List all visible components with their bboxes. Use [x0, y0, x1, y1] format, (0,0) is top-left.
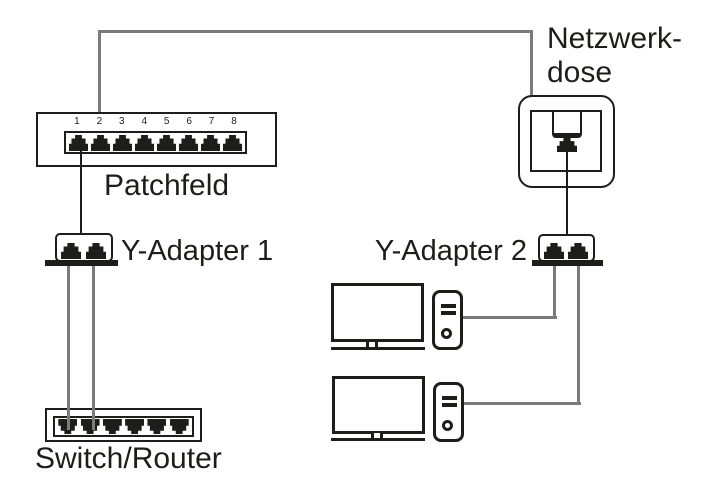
switch-router-port-strip	[53, 416, 194, 437]
switch-port-6-icon	[169, 419, 189, 434]
pc2-monitor-icon	[332, 376, 425, 434]
wall-socket-label-line1: Netzwerk-	[547, 22, 683, 55]
line-panel-to-adapter1	[80, 150, 82, 236]
port-number-label: 7	[208, 116, 215, 127]
cable-panel-to-socket-left-drop	[98, 30, 101, 112]
cable-pc1-to-adapter2-horizontal	[463, 316, 557, 319]
switch-port-5-icon	[147, 419, 167, 434]
wall-socket-keystone	[552, 110, 582, 138]
pc2-tower-icon	[433, 382, 464, 442]
switch-port-3-icon	[102, 419, 122, 434]
pc1-tower-icon	[432, 290, 463, 350]
port-number-label: 2	[96, 116, 103, 127]
wall-socket-jack-icon	[557, 138, 577, 152]
y-adapter2-label: Y-Adapter 2	[374, 235, 527, 267]
pc1-monitor-stand-icon	[366, 342, 378, 348]
port-number-label: 3	[119, 116, 125, 127]
cable-panel-to-socket-right-drop	[530, 30, 533, 95]
cable-pc1-to-adapter2-vertical	[553, 262, 556, 319]
patch-panel-port-strip	[64, 131, 247, 154]
port-number-label: 5	[163, 116, 170, 127]
pc1-monitor-icon	[331, 283, 424, 342]
pc2-monitor-stand-icon	[371, 433, 383, 439]
y-adapter1-port-1-icon	[61, 243, 81, 259]
pc2-monitor-base-icon	[331, 438, 425, 441]
patch-panel-port-1-icon	[69, 135, 88, 151]
pc2-vent-icon	[442, 396, 457, 400]
y-adapter2	[538, 234, 595, 262]
port-number-label: 4	[141, 116, 148, 127]
cable-pc2-to-adapter2-horizontal	[463, 402, 581, 405]
pc2-vent-icon	[442, 403, 457, 407]
y-adapter2-base-bar	[532, 260, 603, 266]
y-adapter1-port-2-icon	[86, 243, 106, 259]
pc1-power-button-icon	[441, 328, 452, 339]
y-adapter1	[55, 233, 113, 262]
pc2-power-button-icon	[442, 420, 453, 431]
patch-panel-port-2-icon	[91, 135, 110, 151]
patch-panel-port-6-icon	[179, 135, 198, 151]
patch-panel-label: Patchfeld	[104, 169, 230, 202]
y-adapter2-port-1-icon	[544, 243, 564, 259]
cable-panel-to-socket-horizontal	[98, 30, 533, 33]
patch-panel-port-5-icon	[157, 135, 176, 151]
patch-panel-port-4-icon	[135, 135, 154, 151]
switch-port-2-icon	[80, 419, 100, 434]
cable-adapter1-to-switch-2	[92, 266, 95, 430]
patch-panel-port-8-icon	[223, 135, 242, 151]
cable-pc2-to-adapter2-vertical	[577, 262, 580, 405]
patch-panel-port-3-icon	[113, 135, 132, 151]
port-number-label: 6	[186, 116, 192, 127]
y-adapter2-port-2-icon	[568, 243, 588, 259]
port-number-label: 8	[231, 116, 237, 127]
wall-socket-label: Netzwerk- dose	[547, 22, 682, 90]
port-number-label: 1	[74, 116, 80, 127]
pc1-vent-icon	[441, 311, 456, 315]
switch-router-label: Switch/Router	[35, 442, 222, 475]
patch-panel-port-numbers: 1 2 3 4 5 6 7 8	[64, 115, 247, 128]
y-adapter1-base-bar	[45, 260, 118, 266]
y-adapter1-label: Y-Adapter 1	[121, 235, 274, 267]
switch-port-4-icon	[125, 419, 145, 434]
patch-panel-port-7-icon	[201, 135, 220, 151]
pc1-monitor-base-icon	[331, 347, 425, 350]
cable-adapter1-to-switch-1	[67, 266, 70, 430]
pc1-vent-icon	[441, 304, 456, 308]
line-socket-to-adapter2	[566, 150, 568, 238]
wall-socket-label-line2: dose	[547, 56, 613, 89]
